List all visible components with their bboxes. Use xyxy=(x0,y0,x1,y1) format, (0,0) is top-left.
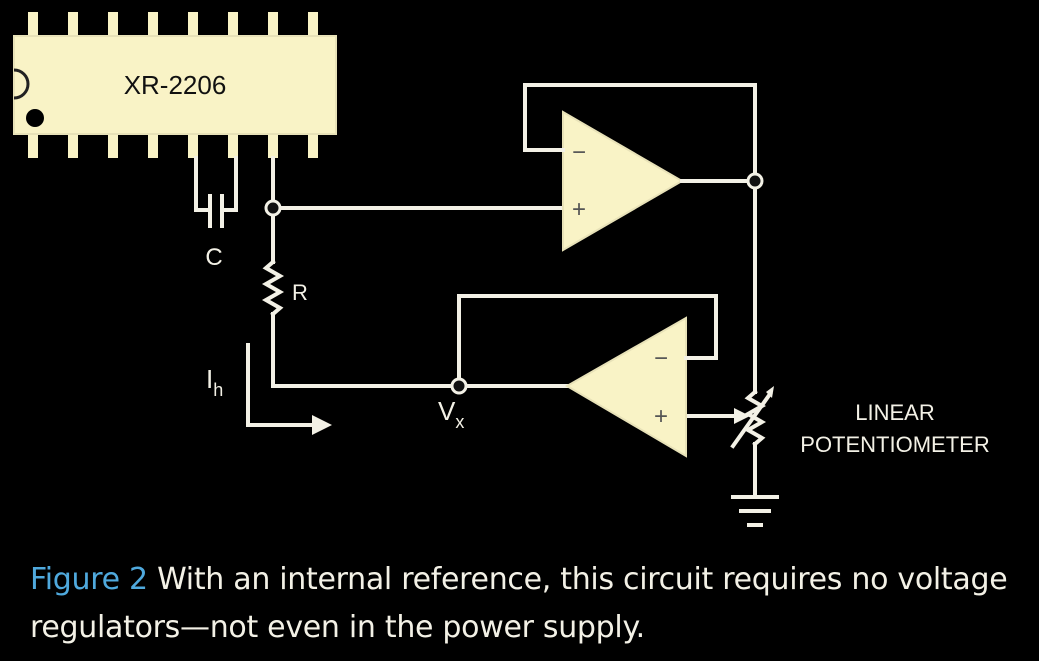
svg-text:+: + xyxy=(572,196,586,223)
potentiometer xyxy=(684,179,774,499)
chip-bottom-pins xyxy=(28,134,318,158)
junction-node-output xyxy=(746,172,764,190)
node-vx-label: Vx xyxy=(438,396,464,432)
capacitor-label: C xyxy=(205,244,222,271)
xr2206-chip: XR-2206 xyxy=(13,12,337,158)
bottom-op-amp: − + xyxy=(457,294,718,458)
capacitor: C xyxy=(194,156,238,271)
pot-label-line1: LINEAR xyxy=(855,400,934,425)
svg-text:+: + xyxy=(654,403,668,430)
figure-caption: Figure 2 With an internal reference, thi… xyxy=(30,556,1020,652)
chip-label: XR-2206 xyxy=(124,70,227,100)
resistor-label: R xyxy=(292,280,308,305)
chip-top-pins xyxy=(28,12,318,36)
top-op-amp: − + xyxy=(523,83,757,252)
signal-wires xyxy=(261,156,569,388)
svg-text:−: − xyxy=(572,139,586,166)
ground-symbol xyxy=(731,495,779,527)
resistor xyxy=(261,259,285,317)
junction-node-vx xyxy=(450,377,468,395)
chip-notch xyxy=(13,68,30,100)
caption-text: With an internal reference, this circuit… xyxy=(30,562,1008,645)
current-label: Ih xyxy=(206,364,223,400)
svg-text:−: − xyxy=(654,345,668,372)
current-arrow: Ih xyxy=(206,343,332,435)
figure-number: Figure 2 xyxy=(30,562,148,597)
junction-node-top xyxy=(264,199,282,217)
chip-body xyxy=(13,35,337,135)
pot-label-line2: POTENTIOMETER xyxy=(800,432,989,457)
chip-pin1-dot xyxy=(26,109,44,127)
